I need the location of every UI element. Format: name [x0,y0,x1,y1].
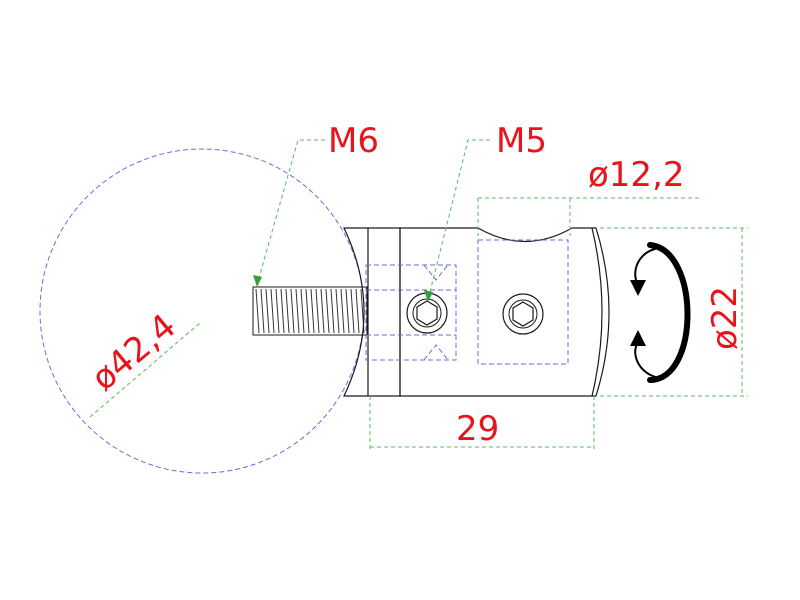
dimension-groove-diameter [477,197,700,236]
dimension-body-length [369,396,595,452]
dimension-body-diameter [600,227,748,397]
label-body-length: 29 [456,409,499,449]
label-groove-diameter: ø12,2 [588,155,685,195]
leader-m5 [424,139,490,302]
label-m5: M5 [496,121,547,161]
dimension-pipe-diameter [89,322,201,418]
label-m6: M6 [328,121,379,161]
leader-m6 [253,139,325,287]
connector-body [343,227,610,397]
label-pipe-diameter: ø42,4 [84,306,184,399]
hidden-features [365,239,569,365]
rotation-arrow-icon [630,242,691,383]
label-body-diameter: ø22 [705,286,745,350]
hex-socket-screw-body [502,293,544,335]
threaded-stud [252,286,368,336]
